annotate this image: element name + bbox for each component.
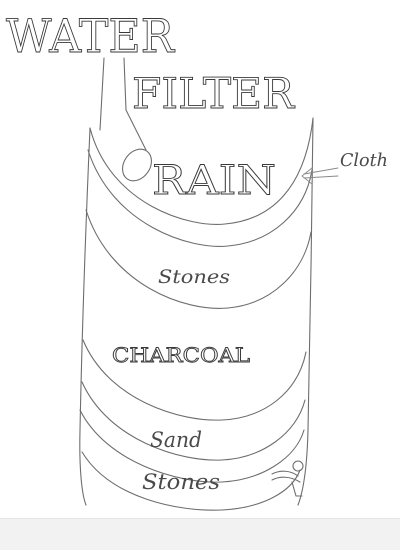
stones-layer-bottom-curve (86, 210, 311, 308)
container-left-wall (80, 128, 90, 505)
label-cloth: Cloth (340, 150, 388, 171)
cloth-arrow-shaft-lower (304, 176, 338, 178)
title-filter: FILTER (132, 69, 295, 118)
tap-icon (272, 461, 303, 496)
title-water: WATER (6, 9, 175, 63)
scan-bottom-edge (0, 518, 400, 550)
label-stones-lower: Stones (142, 470, 220, 494)
label-charcoal: CHARCOAL (112, 343, 250, 367)
pipe-left-line (100, 58, 104, 130)
cloth-arrow-shaft-upper (304, 168, 338, 174)
label-stones-upper: Stones (158, 266, 230, 288)
label-sand: Sand (150, 428, 202, 452)
label-rain: RAIN (152, 158, 276, 204)
